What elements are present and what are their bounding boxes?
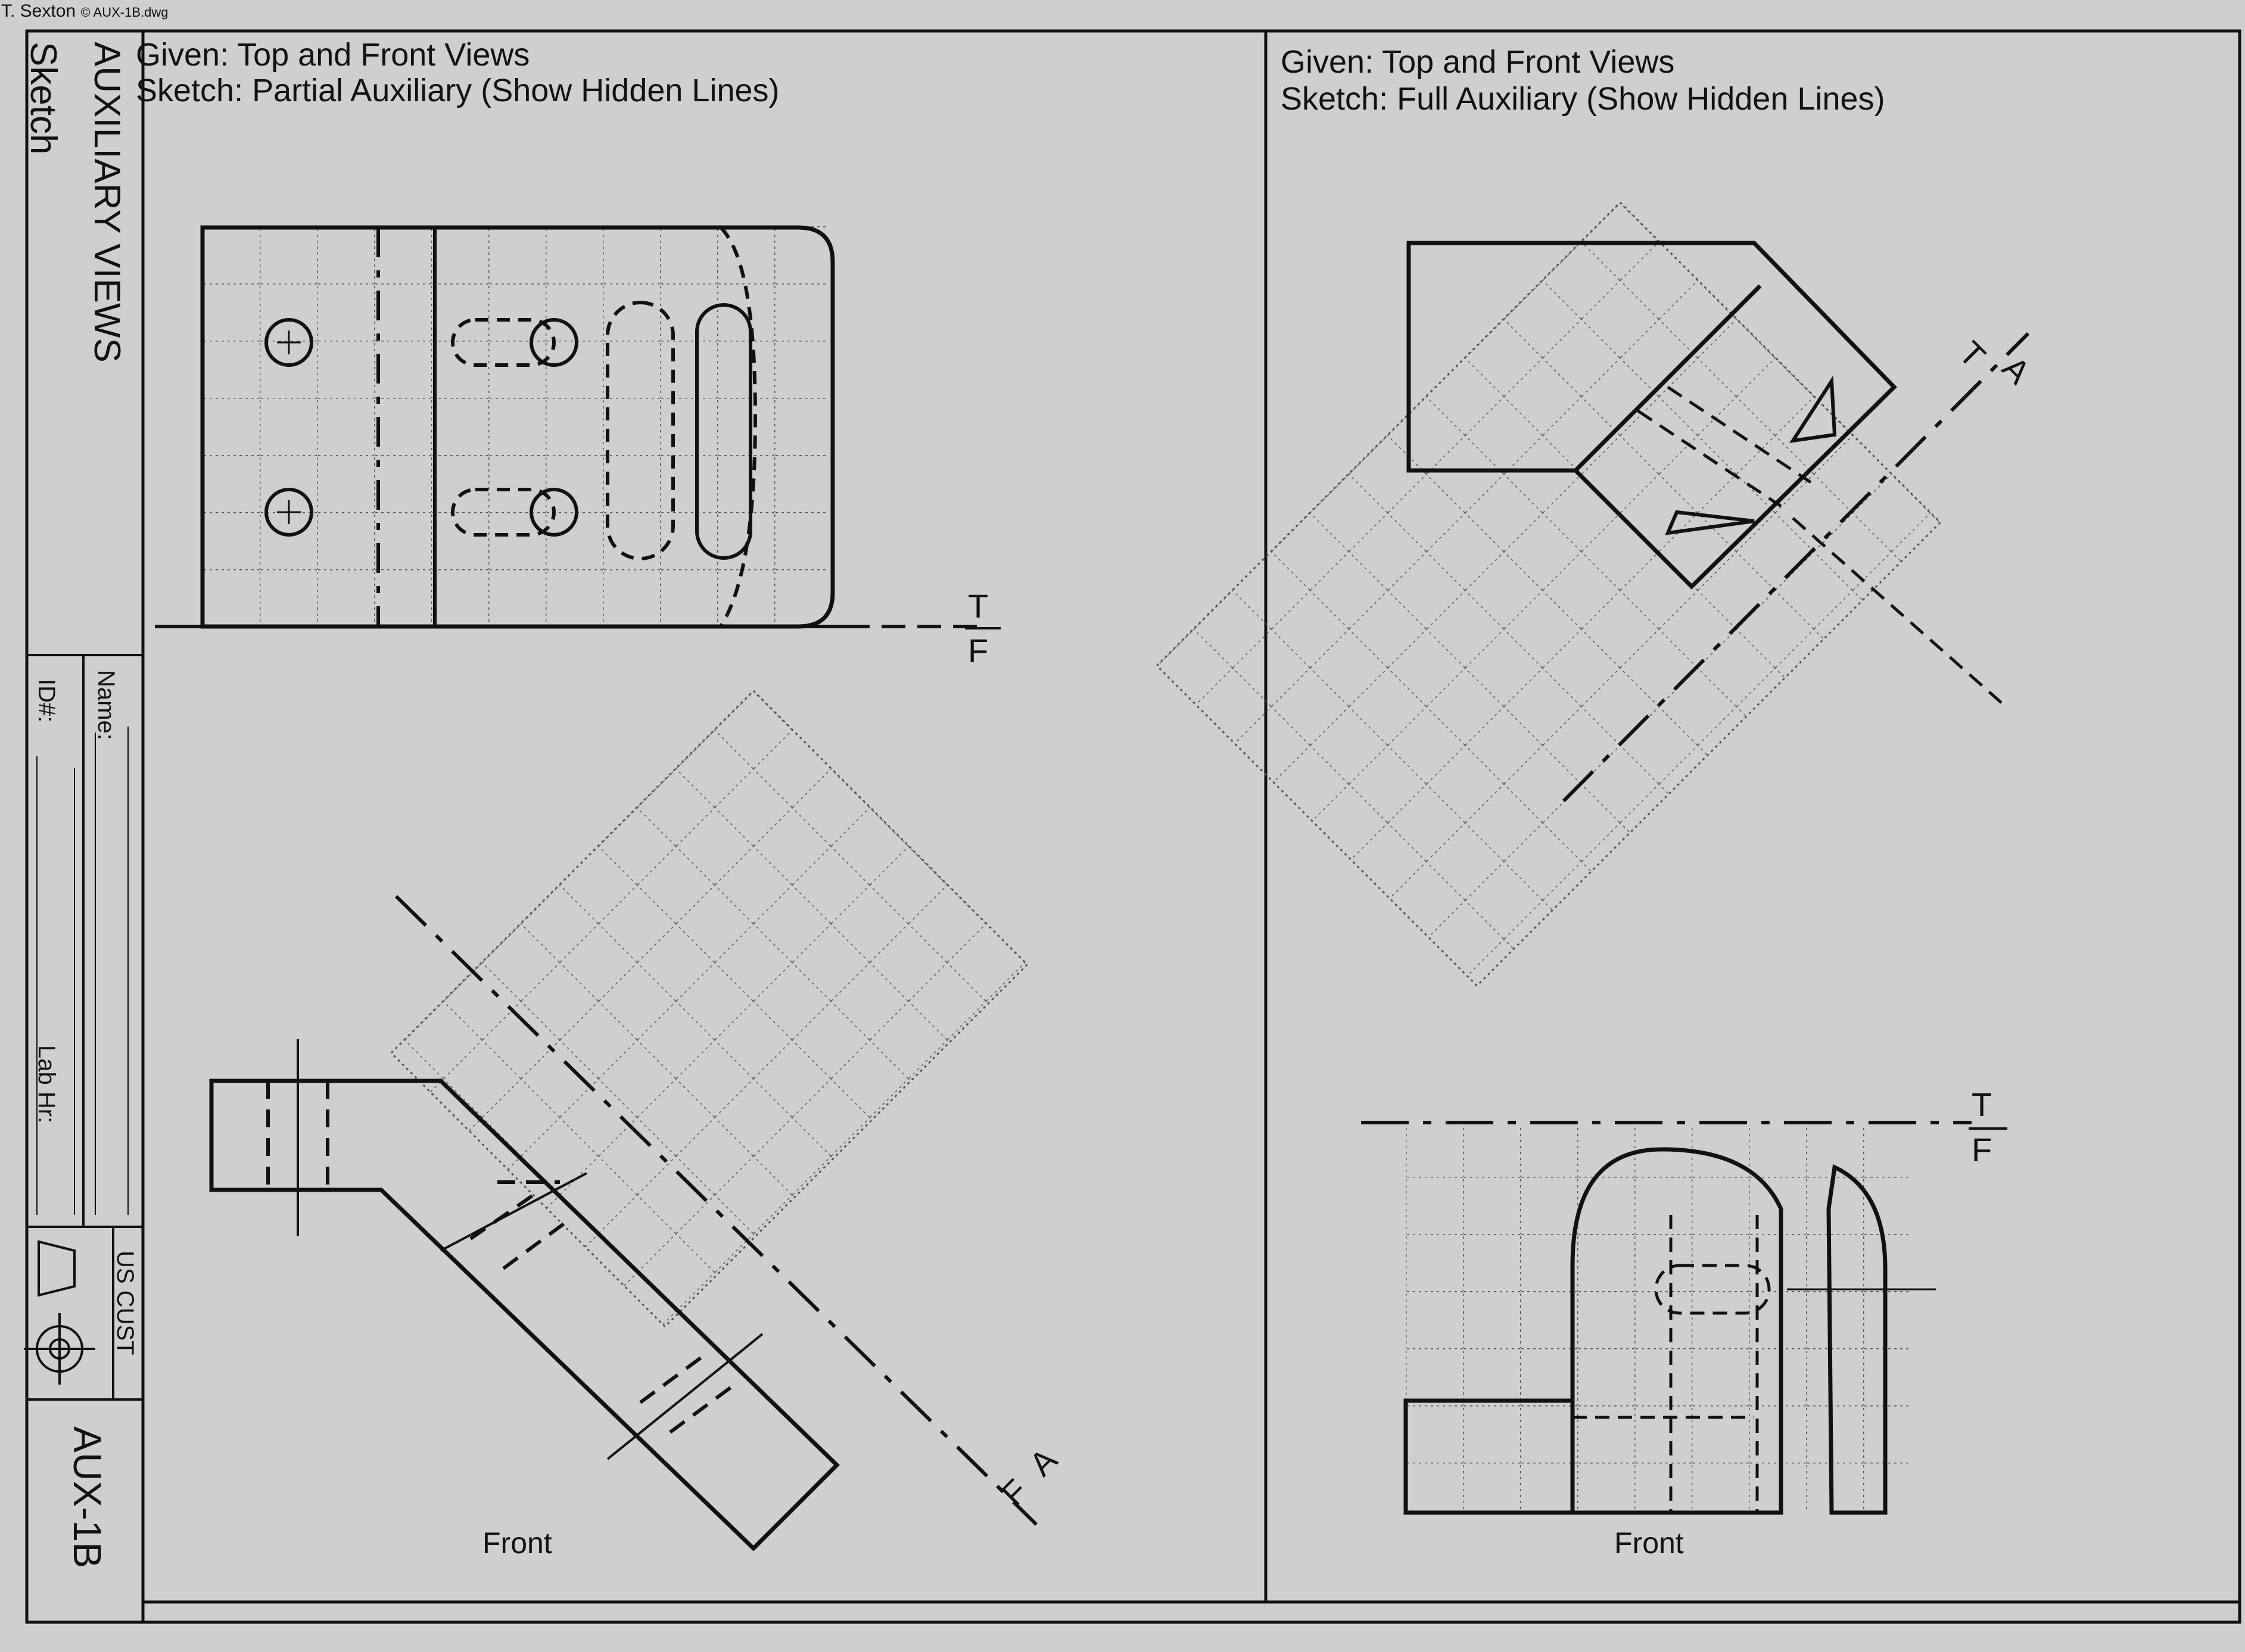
drawing-number: AUX-1B	[66, 1426, 110, 1569]
right-fold-f2: F	[1972, 1131, 1992, 1168]
left-fold-t: T	[968, 587, 989, 625]
projection-symbol-icon	[24, 1240, 95, 1385]
name-label: Name:	[93, 670, 119, 740]
file-name: © AUX-1B.dwg	[80, 5, 169, 20]
left-given-text: Given: Top and Front Views	[136, 37, 530, 73]
right-top-view	[1406, 241, 2003, 704]
title-block-subtitle: Sketch	[23, 42, 64, 155]
left-auxiliary-grid	[390, 689, 1038, 1526]
title-block-lines	[27, 654, 143, 1401]
left-front-label: Front	[482, 1526, 552, 1560]
author-text: T. Sexton © AUX-1B.dwg	[1, 1, 168, 21]
right-front-view	[1361, 1121, 1972, 1515]
left-sketch-text: Sketch: Partial Auxiliary (Show Hidden L…	[136, 73, 780, 108]
left-front-view	[209, 1039, 840, 1551]
right-sketch-text: Sketch: Full Auxiliary (Show Hidden Line…	[1281, 81, 1885, 117]
right-auxiliary-grid	[1156, 201, 2030, 987]
lab-hr-label: Lab Hr:	[33, 1045, 60, 1124]
standard-label: US CUST	[112, 1251, 138, 1355]
right-fold-t2: T	[1972, 1086, 1992, 1123]
author-name: T. Sexton	[1, 1, 76, 21]
left-fold-f: F	[968, 632, 989, 669]
id-label: ID#:	[33, 679, 60, 723]
left-top-view	[155, 225, 977, 629]
sheet-border	[25, 29, 2241, 1624]
right-given-text: Given: Top and Front Views	[1281, 44, 1675, 80]
right-front-label: Front	[1614, 1526, 1684, 1560]
title-block-title: AUXILIARY VIEWS	[86, 42, 127, 363]
